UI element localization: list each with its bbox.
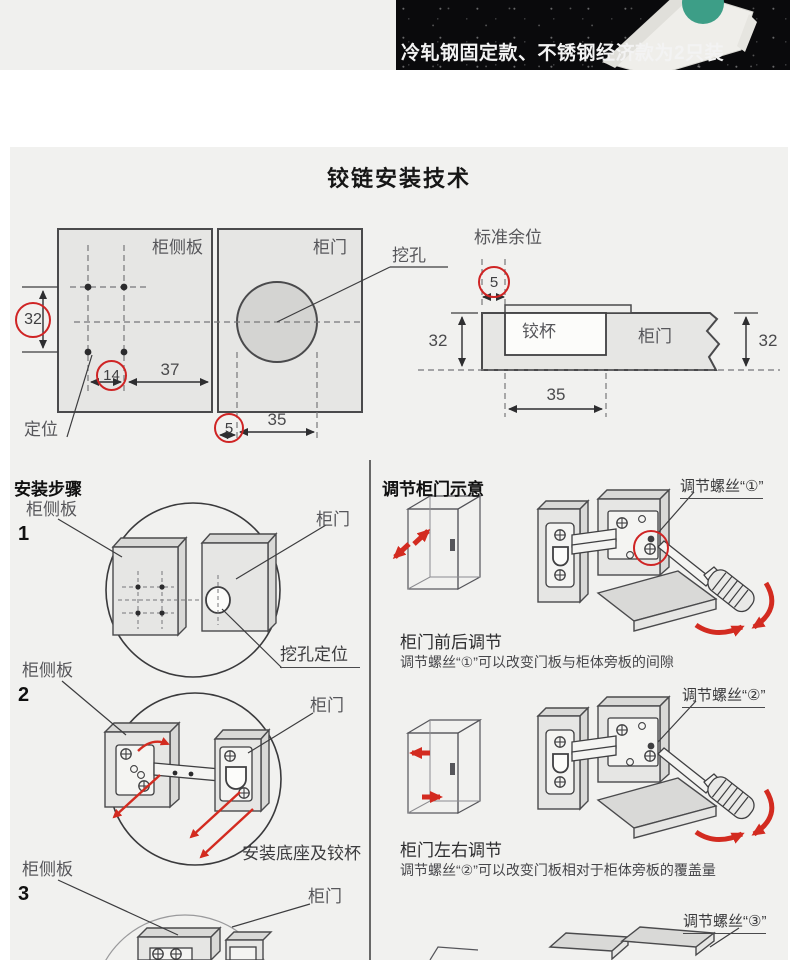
positioning-label: 定位 — [24, 420, 58, 439]
adjust1-title: 柜门前后调节 — [400, 633, 502, 652]
clearance-5-circle: 5 — [478, 266, 510, 298]
step1-side-label: 柜侧板 — [26, 500, 77, 519]
door-label: 柜门 — [313, 238, 347, 257]
product-photo-banner: 冷轧钢固定款、不锈钢经济款为2只装 — [0, 0, 790, 70]
banner-left-area — [0, 0, 396, 70]
adjust2-screw-label: 调节螺丝“②” — [682, 684, 766, 708]
dim-32-right: 32 — [758, 331, 778, 350]
step1-note: 挖孔定位 — [280, 645, 360, 668]
dim-35-cup: 35 — [546, 385, 566, 404]
step2-number: 2 — [18, 684, 30, 706]
section-door-label: 柜门 — [638, 327, 672, 346]
cup-label: 铰杯 — [522, 322, 556, 341]
dim-14-circle: 14 — [96, 360, 127, 391]
dim-32-circle: 32 — [15, 302, 51, 338]
diagram-artwork — [22, 228, 780, 960]
adjust3-screw-label: 调节螺丝“③” — [683, 910, 767, 934]
adjust1-screw-label: 调节螺丝“①” — [680, 475, 764, 499]
dim-32-left: 32 — [428, 331, 448, 350]
panel-title: 铰链安装技术 — [326, 166, 471, 191]
dim-37: 37 — [160, 360, 180, 379]
step1-door-label: 柜门 — [316, 510, 350, 529]
adjust2-title: 柜门左右调节 — [400, 841, 502, 860]
banner-photo: 冷轧钢固定款、不锈钢经济款为2只装 — [396, 0, 790, 70]
banner-caption: 冷轧钢固定款、不锈钢经济款为2只装 — [401, 43, 725, 64]
adjust1-desc: 调节螺丝“①”可以改变门板与柜体旁板的间隙 — [400, 654, 674, 670]
clearance-label: 标准余位 — [474, 228, 542, 247]
step3-door-label: 柜门 — [308, 887, 342, 906]
instruction-panel: 铰链安装技术 — [10, 147, 788, 960]
dim-35: 35 — [267, 410, 287, 429]
step3-side-label: 柜侧板 — [22, 860, 73, 879]
drill-hole-label: 挖孔 — [392, 246, 426, 265]
steps-heading: 安装步骤 — [14, 480, 82, 499]
package-bag-graphic — [602, 0, 757, 70]
step2-note: 安装底座及铰杯 — [242, 844, 361, 863]
step3-number: 3 — [18, 883, 30, 905]
bag-label-icon — [682, 0, 724, 24]
step2-side-label: 柜侧板 — [22, 661, 73, 680]
adjust1-screw-circle — [633, 530, 669, 566]
side-panel-label: 柜侧板 — [152, 238, 203, 257]
adjust-heading: 调节柜门示意 — [382, 480, 484, 499]
dim-5-circle: 5 — [214, 413, 244, 443]
adjust2-desc: 调节螺丝“②”可以改变门板相对于柜体旁板的覆盖量 — [400, 862, 716, 878]
step1-number: 1 — [18, 523, 30, 545]
step2-door-label: 柜门 — [310, 696, 344, 715]
